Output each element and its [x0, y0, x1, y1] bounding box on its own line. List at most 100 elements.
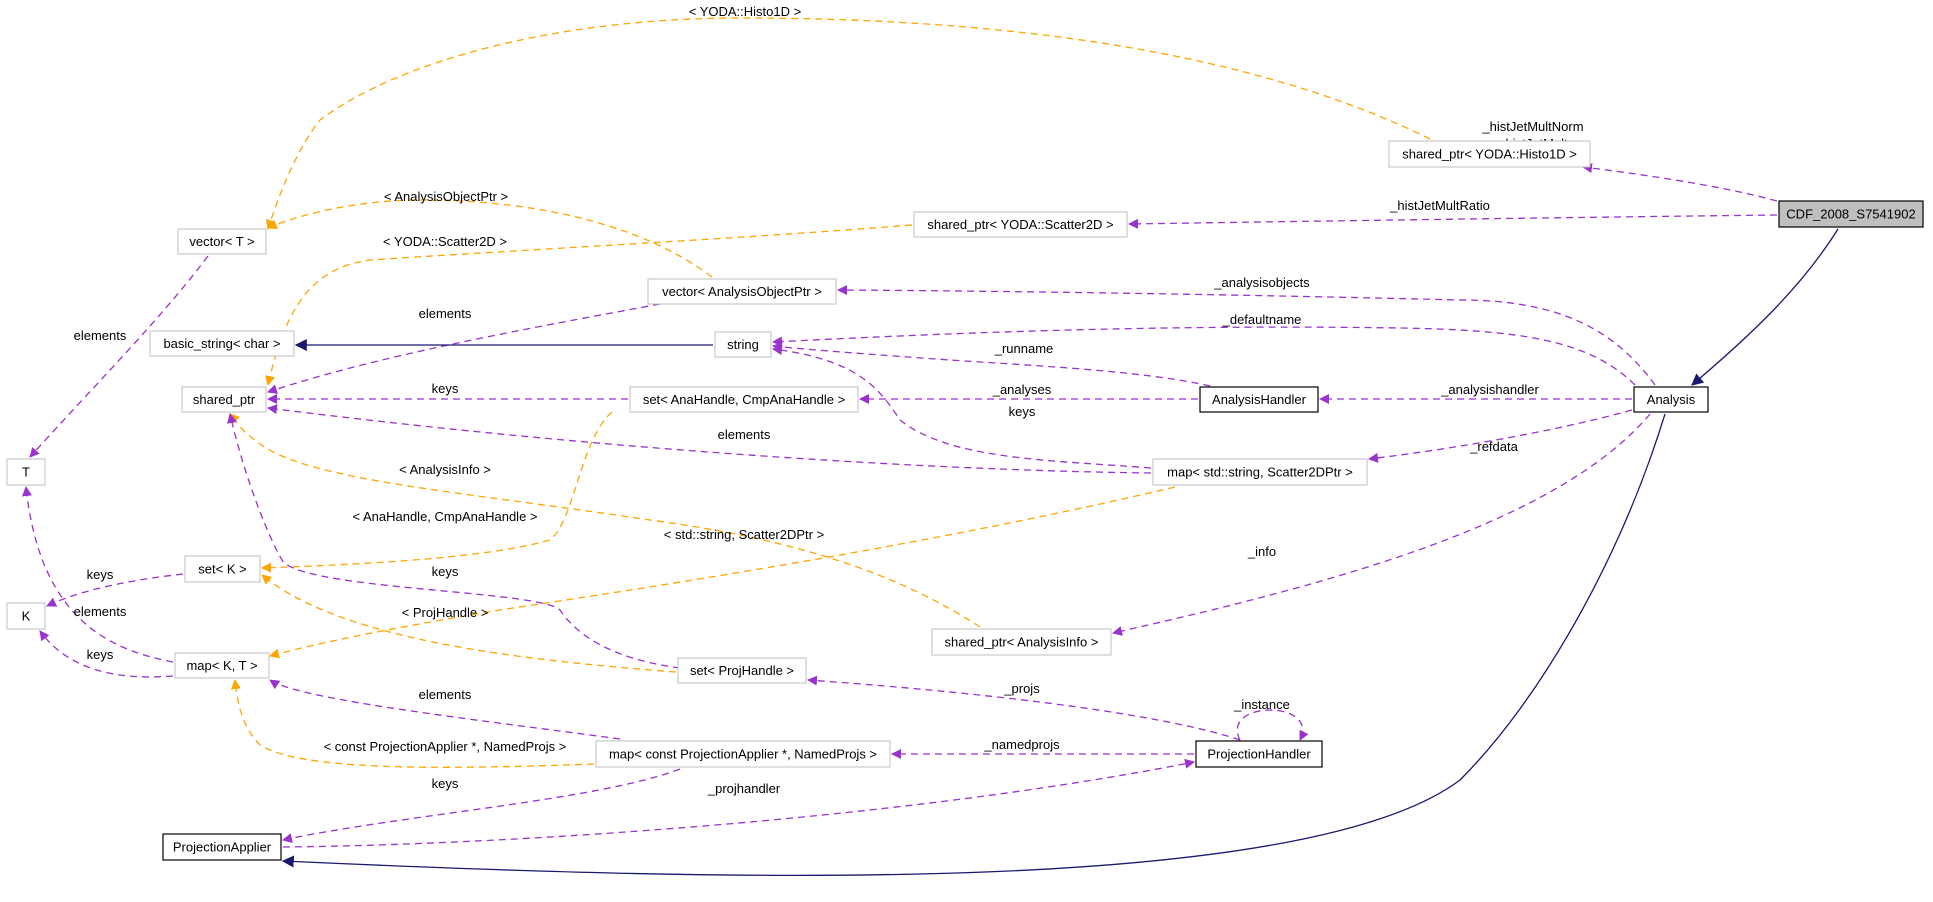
node-box: [1778, 200, 1924, 228]
node-label: set< K >: [198, 562, 246, 577]
edge-setK-K: [46, 573, 184, 607]
node-mapScatter[interactable]: map< std::string, Scatter2DPtr >: [1152, 458, 1368, 486]
node-analysishandler[interactable]: AnalysisHandler: [1199, 386, 1319, 413]
edge-label-mapproj-pa: keys: [432, 776, 459, 791]
node-box: [677, 657, 807, 684]
edge-label-analysis-info: _info: [1247, 544, 1276, 559]
node-box: [174, 652, 270, 679]
edge-analysis-mapscatter: [1368, 409, 1633, 463]
edge-pa-ph: [282, 758, 1195, 848]
node-label: shared_ptr< AnalysisInfo >: [945, 635, 1099, 650]
node-label: Analysis: [1647, 392, 1696, 407]
edge-label-cdf-scatter: _histJetMultRatio: [1389, 198, 1490, 213]
node-mapProj[interactable]: map< const ProjectionApplier *, NamedPro…: [595, 740, 891, 768]
edge-histo-vector: [265, 17, 1431, 230]
node-label: AnalysisHandler: [1212, 392, 1307, 407]
edge-label-mapKT-T: elements: [74, 604, 127, 619]
node-box: [1152, 458, 1368, 486]
edge-analysis-string: [772, 326, 1636, 386]
node-mapKT[interactable]: map< K, T >: [174, 652, 270, 679]
edge-label-ph-setproj: _projs: [1003, 681, 1040, 696]
edge-label-setproj-shared: keys: [432, 564, 459, 579]
node-string[interactable]: string: [714, 331, 772, 358]
node-vectorT[interactable]: vector< T >: [177, 228, 267, 255]
node-label: ProjectionApplier: [173, 840, 272, 855]
node-label: K: [22, 609, 31, 624]
node-analysis[interactable]: Analysis: [1633, 386, 1709, 413]
edge-mapscatter-mapKT: [269, 486, 1176, 659]
node-box: [177, 228, 267, 255]
edge-label-setana-setK: < AnaHandle, CmpAnaHandle >: [352, 509, 537, 524]
edge-ph-self: [1236, 709, 1309, 741]
edge-scatter-shared: [265, 224, 913, 386]
node-box: [162, 833, 282, 861]
edge-cdf-analysis: [1691, 228, 1839, 386]
node-box: [149, 330, 295, 357]
node-box: [1633, 386, 1709, 413]
edge-label-analysis-string: _defaultname: [1222, 312, 1302, 327]
node-label: vector< T >: [189, 234, 254, 249]
edge-setproj-shared: [227, 413, 681, 669]
node-label: map< std::string, Scatter2DPtr >: [1167, 465, 1353, 480]
edge-label-setana-shared: keys: [432, 381, 459, 396]
edge-mapKT-T: [21, 486, 174, 663]
node-histo1d[interactable]: shared_ptr< YODA::Histo1D >: [1388, 140, 1591, 168]
node-T[interactable]: T: [6, 458, 46, 486]
node-label: string: [727, 337, 759, 352]
node-label: T: [22, 465, 30, 480]
node-setK[interactable]: set< K >: [184, 555, 261, 583]
edge-mapproj-mapKT-el: [269, 679, 621, 740]
edge-analysis-pa: [281, 413, 1666, 877]
edge-label-mapscatter-string: keys: [1009, 404, 1036, 419]
node-box: [629, 386, 859, 413]
edge-label-ah-setana: _analyses: [992, 382, 1052, 397]
edge-ph-setproj: [807, 675, 1241, 741]
edge-mapproj-mapKT-tpl: [230, 679, 595, 768]
edge-label-analysis-vaop: _analysisobjects: [1213, 275, 1310, 290]
edge-label-vaop-vector: < AnalysisObjectPtr >: [384, 189, 508, 204]
edge-cdf-histo: [1582, 163, 1778, 202]
node-label: shared_ptr< YODA::Scatter2D >: [927, 217, 1113, 232]
node-box: [181, 386, 267, 413]
node-setAna[interactable]: set< AnaHandle, CmpAnaHandle >: [629, 386, 859, 413]
node-K[interactable]: K: [6, 602, 46, 630]
node-cdf[interactable]: CDF_2008_S7541902: [1778, 200, 1924, 228]
node-projapplier[interactable]: ProjectionApplier: [162, 833, 282, 861]
node-label: CDF_2008_S7541902: [1786, 207, 1915, 222]
edge-label-scatter-shared: < YODA::Scatter2D >: [383, 234, 507, 249]
edge-mapKT-K: [39, 630, 174, 678]
node-setProj[interactable]: set< ProjHandle >: [677, 657, 807, 684]
node-projhandler[interactable]: ProjectionHandler: [1195, 740, 1323, 768]
node-box: [6, 602, 46, 630]
node-label: map< K, T >: [186, 658, 257, 673]
node-label: shared_ptr< YODA::Histo1D >: [1402, 147, 1577, 162]
node-scatter2d[interactable]: shared_ptr< YODA::Scatter2D >: [913, 211, 1128, 238]
node-basicstring[interactable]: basic_string< char >: [149, 330, 295, 357]
node-vectorAOP[interactable]: vector< AnalysisObjectPtr >: [647, 278, 837, 305]
edge-label-ph-mapproj: _namedprojs: [983, 737, 1060, 752]
edge-setana-setK: [261, 411, 613, 573]
edge-vaop-shared: [267, 303, 661, 394]
node-box: [714, 331, 772, 358]
edge-label-analysis-ah: _analysishandler: [1440, 382, 1539, 397]
node-box: [1195, 740, 1323, 768]
node-box: [647, 278, 837, 305]
edge-mapscatter-string: [772, 345, 1152, 469]
edge-label-vaop-shared: elements: [419, 306, 472, 321]
node-sharedptr[interactable]: shared_ptr: [181, 386, 267, 413]
edge-label-ph-self: _instance: [1233, 697, 1290, 712]
node-label: set< ProjHandle >: [690, 663, 794, 678]
node-box: [1199, 386, 1319, 413]
edges-layer: [21, 17, 1839, 877]
node-box: [6, 458, 46, 486]
node-box: [931, 628, 1112, 656]
node-box: [1388, 140, 1591, 168]
node-sharedInfo[interactable]: shared_ptr< AnalysisInfo >: [931, 628, 1112, 656]
edge-ah-string: [772, 341, 1211, 387]
edge-label-mapproj-mapKT-el: elements: [419, 687, 472, 702]
edge-label-setK-K: keys: [87, 567, 114, 582]
edge-info-shared: [229, 413, 981, 628]
edge-label-mapproj-mapKT-tpl: < const ProjectionApplier *, NamedProjs …: [324, 739, 567, 754]
